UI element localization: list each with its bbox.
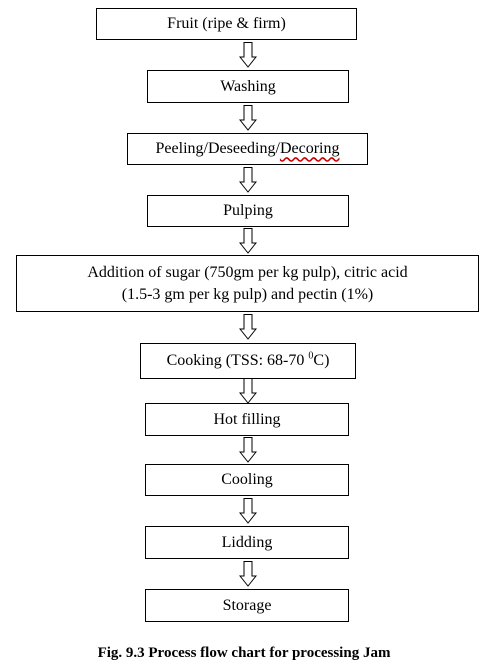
step-lidding: Lidding	[145, 526, 349, 559]
step-peeling-label-b: Decoring	[279, 140, 340, 158]
arrow-down-icon	[239, 228, 257, 254]
step-washing-label: Washing	[220, 77, 276, 95]
step-fruit-label: Fruit (ripe & firm)	[167, 15, 286, 33]
step-addition: Addition of sugar (750gm per kg pulp), c…	[16, 255, 479, 312]
arrow-down-icon	[239, 378, 257, 404]
step-cooling-label: Cooling	[221, 471, 273, 489]
step-cooking-label-a: Cooking (TSS: 68-70	[166, 352, 309, 370]
step-cooking-label: Cooking (TSS: 68-70 0C)	[167, 350, 330, 372]
step-cooking-label-b: C)	[313, 352, 330, 370]
arrow-down-icon	[239, 437, 257, 463]
step-addition-line1: Addition of sugar (750gm per kg pulp), c…	[87, 263, 408, 281]
step-peeling-label-a: Peeling/Deseeding/	[155, 140, 280, 158]
step-fruit: Fruit (ripe & firm)	[96, 8, 357, 40]
step-hot-filling-label: Hot filling	[213, 410, 281, 428]
arrow-down-icon	[239, 498, 257, 524]
arrow-down-icon	[239, 561, 257, 587]
step-cooking-label-sup: 0	[308, 350, 314, 362]
arrow-down-icon	[239, 105, 257, 131]
step-pulping-label: Pulping	[223, 202, 273, 220]
arrow-down-icon	[239, 314, 257, 340]
step-addition-line2: (1.5-3 gm per kg pulp) and pectin (1%)	[121, 285, 374, 303]
step-peeling-label: Peeling/Deseeding/Decoring	[156, 138, 340, 160]
arrow-down-icon	[239, 42, 257, 68]
step-washing: Washing	[147, 70, 349, 103]
step-lidding-label: Lidding	[221, 533, 273, 551]
step-cooling: Cooling	[145, 464, 349, 496]
arrow-down-icon	[239, 167, 257, 193]
step-peeling: Peeling/Deseeding/Decoring	[127, 133, 368, 165]
step-cooking: Cooking (TSS: 68-70 0C)	[140, 343, 356, 379]
step-hot-filling: Hot filling	[145, 403, 349, 436]
step-storage: Storage	[145, 589, 349, 622]
step-pulping: Pulping	[147, 195, 349, 227]
figure-caption: Fig. 9.3 Process flow chart for processi…	[97, 645, 391, 661]
step-storage-label: Storage	[222, 596, 272, 614]
